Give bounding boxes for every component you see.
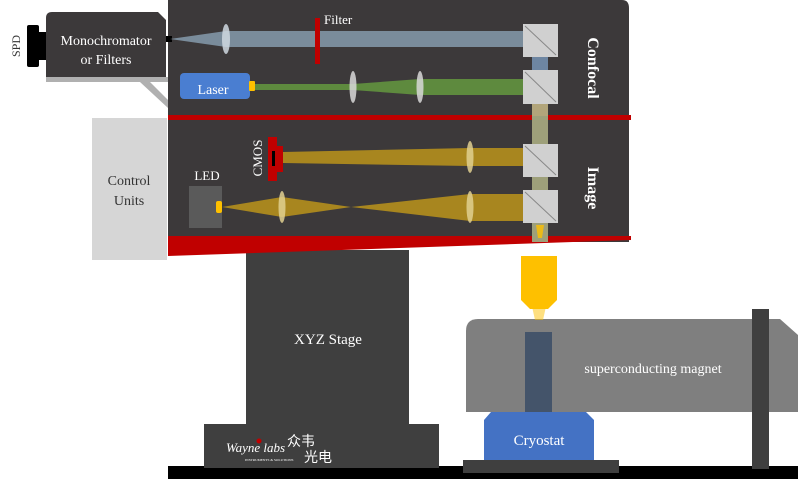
monochromator-label-1: Monochromator <box>61 34 152 49</box>
cryostat <box>484 412 594 460</box>
beamsplitter-cube-1 <box>523 24 558 57</box>
imaging-lens-1 <box>466 141 474 173</box>
xyz-stage <box>204 250 439 468</box>
beamsplitter-cube-4 <box>523 190 558 223</box>
collection-beam <box>170 31 525 47</box>
logo-chinese-top: 众韦 <box>287 434 315 450</box>
image-label: Image <box>584 167 601 210</box>
beamsplitter-cube-3 <box>523 144 558 177</box>
beamsplitter-cube-2 <box>523 70 558 104</box>
fiber-port <box>166 36 172 42</box>
laser-beam <box>255 79 525 95</box>
imaging-beam-cmos <box>283 148 525 166</box>
control-units-box <box>92 118 167 260</box>
illumination-lens-1 <box>278 191 286 223</box>
xyz-stage-label: XYZ Stage <box>294 332 362 348</box>
laser-aperture <box>249 81 255 91</box>
objective-focus-beam <box>531 302 547 320</box>
collection-lens <box>222 24 230 54</box>
laser-box <box>180 73 250 99</box>
spd-label: SPD <box>9 35 23 57</box>
filter-element <box>315 18 320 64</box>
objective-lens <box>521 256 557 309</box>
led-emitter <box>216 201 222 213</box>
logo-dot <box>256 438 262 444</box>
control-units-label-1: Control <box>108 174 151 189</box>
monochromator-box <box>46 12 166 77</box>
confocal-label: Confocal <box>584 37 601 99</box>
main-housing <box>168 0 629 242</box>
logo-script: Wayne labs <box>226 440 285 455</box>
logo-tagline: INSTRUMENTS & SOLUTIONS <box>245 458 293 462</box>
spd-detector <box>27 25 39 67</box>
cmos-label: CMOS <box>250 140 265 177</box>
laser-label: Laser <box>197 83 228 98</box>
led-label: LED <box>194 168 219 183</box>
filter-label: Filter <box>324 12 353 27</box>
vertical-beam-confocal <box>532 56 548 72</box>
laser-lens-1 <box>349 71 357 103</box>
control-units-label-2: Units <box>114 194 144 209</box>
logo-chinese-bottom: 光电 <box>304 450 332 466</box>
illumination-beam <box>222 194 525 221</box>
wayne-labs-logo: Wayne labs INSTRUMENTS & SOLUTIONS 众韦 光电 <box>226 434 332 466</box>
laser-lens-2 <box>416 71 424 103</box>
magnet-label: superconducting magnet <box>584 362 721 377</box>
cryostat-label: Cryostat <box>514 433 566 449</box>
magnet-support-post <box>752 309 769 469</box>
monochromator-label-2: or Filters <box>81 53 132 68</box>
cryostat-rod <box>525 332 552 414</box>
cryostat-base <box>463 460 619 473</box>
cmos-chip <box>272 151 275 166</box>
connector-arm <box>140 82 168 108</box>
illumination-lens-2 <box>466 191 474 223</box>
red-base-wedge <box>168 236 631 256</box>
red-divider <box>168 115 631 120</box>
